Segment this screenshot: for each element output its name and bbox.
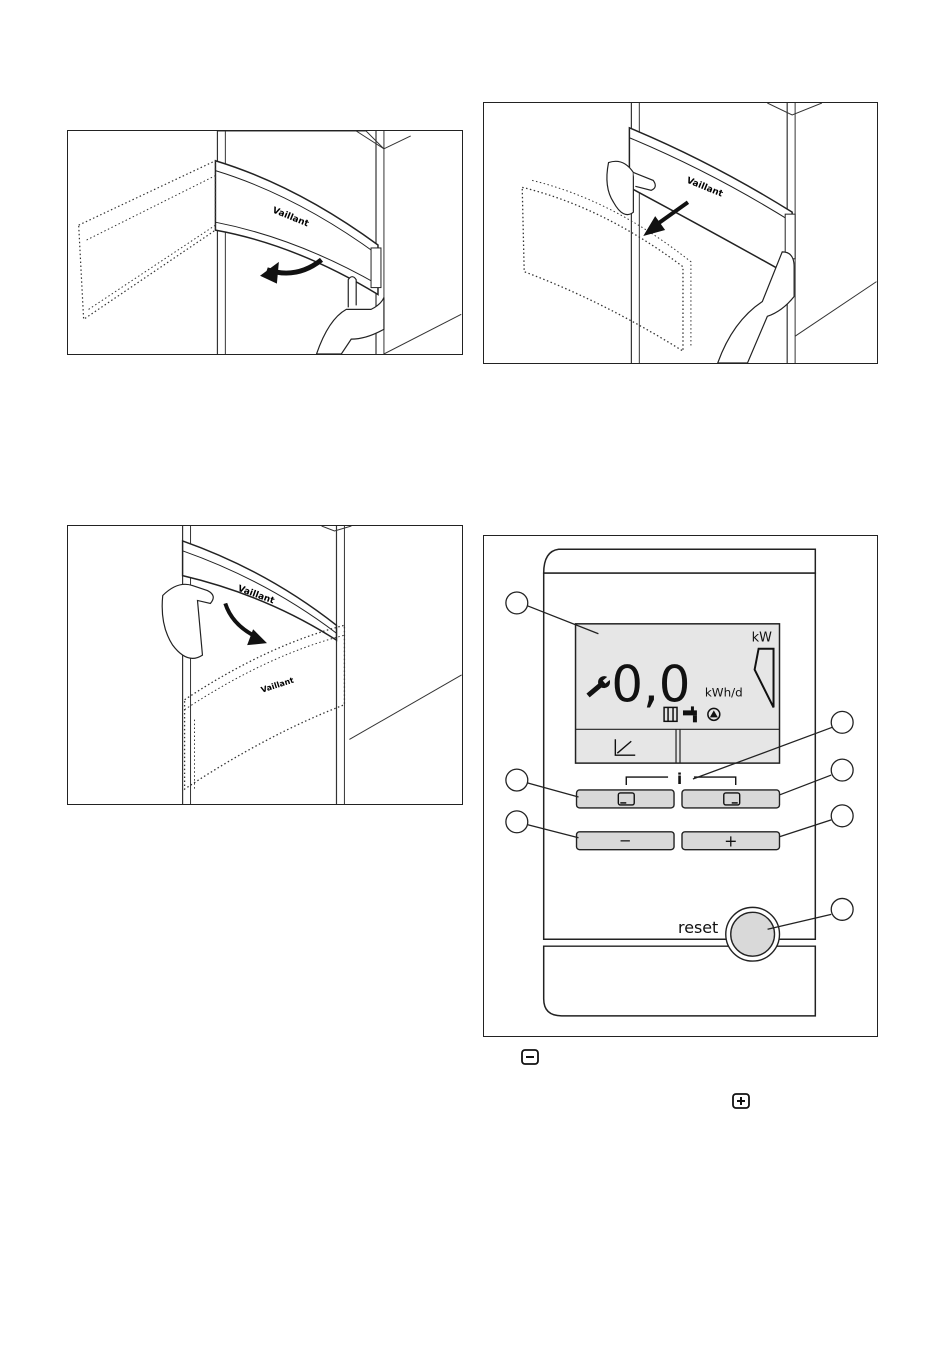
control-panel-illustration: kW 0,0 kWh/d (484, 536, 877, 1036)
minus-key-icon (521, 1049, 539, 1065)
figure-remove-front-panel-tilt: Vaillant (67, 130, 463, 355)
right-softkey-button[interactable] (682, 790, 780, 808)
illustration-remove-front-panel-pull: Vaillant (484, 103, 877, 363)
display-value: 0,0 (611, 655, 690, 713)
minus-button[interactable]: − (577, 832, 675, 850)
figure-control-panel: kW 0,0 kWh/d (483, 535, 878, 1037)
figure-remove-front-panel-pull: Vaillant (483, 102, 878, 364)
minus-label: − (619, 832, 632, 850)
illustration-refit-front-panel: Vaillant Vaillant (68, 526, 462, 804)
display-unit: kWh/d (705, 685, 743, 699)
info-label: i (677, 770, 682, 788)
illustration-remove-front-panel-tilt: Vaillant (68, 131, 462, 354)
reset-button[interactable] (726, 907, 780, 961)
plus-key-icon (732, 1093, 750, 1109)
plus-label: + (724, 832, 737, 851)
reset-label: reset (678, 918, 718, 937)
display-power-unit: kW (752, 631, 772, 646)
plus-button[interactable]: + (682, 832, 780, 851)
figure-refit-front-panel: Vaillant Vaillant (67, 525, 463, 805)
left-softkey-button[interactable] (577, 790, 675, 808)
brand-logo-4: Vaillant (260, 676, 295, 695)
